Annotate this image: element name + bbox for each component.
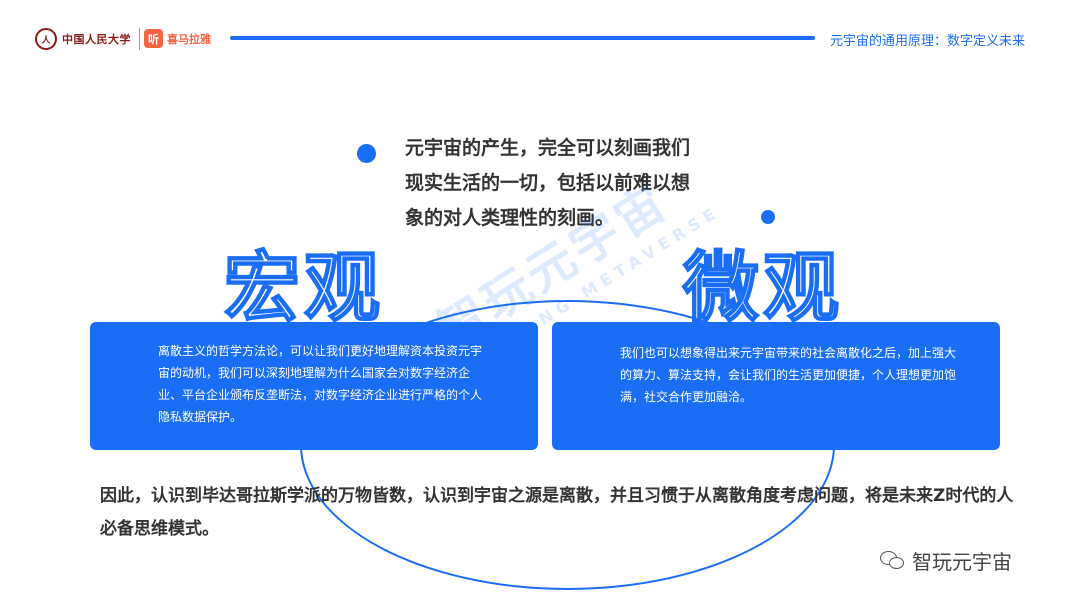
university-name: 中国人民大学 [62,33,131,46]
summary-text: 因此，认识到毕达哥拉斯学派的万物皆数，认识到宇宙之源是离散，并且习惯于从离散角度… [100,486,1014,539]
logo-divider [139,28,140,50]
partner-name: 喜马拉雅 [167,32,211,46]
university-seal-icon: 人 [35,28,57,50]
university-logo: 人 中国人民大学 [35,28,140,50]
macro-heading: 宏观 [223,242,384,333]
wechat-icon [880,550,906,571]
quote-text: 元宇宙的产生，完全可以刻画我们现实生活的一切，包括以前难以想象的对人类理性的刻画… [405,137,691,229]
slide-header: 人 中国人民大学 听 喜马拉雅 元宇宙的通用原理：数字定义未来 [0,0,1080,70]
micro-heading: 微观 [682,242,843,333]
macro-card-text: 离散主义的哲学方法论，可以让我们更好地理解资本投资元宇宙的动机，我们可以深刻地理… [158,344,483,424]
slide-series-title: 元宇宙的通用原理：数字定义未来 [830,34,1026,49]
header-rule [230,36,815,40]
micro-card: 我们也可以想象得出来元宇宙带来的社会离散化之后，加上强大的算力、算法支持，会让我… [552,322,1000,450]
partner-logo: 听 喜马拉雅 [144,29,211,48]
macro-card: 离散主义的哲学方法论，可以让我们更好地理解资本投资元宇宙的动机，我们可以深刻地理… [90,322,538,450]
accent-dot-icon [761,210,775,224]
partner-logo-icon: 听 [144,29,163,48]
micro-card-text: 我们也可以想象得出来元宇宙带来的社会离散化之后，加上强大的算力、算法支持，会让我… [620,346,957,404]
footer-brand: 智玩元宇宙 [880,546,1012,575]
bullet-dot-icon [357,144,376,163]
brand-name: 智玩元宇宙 [912,550,1012,574]
